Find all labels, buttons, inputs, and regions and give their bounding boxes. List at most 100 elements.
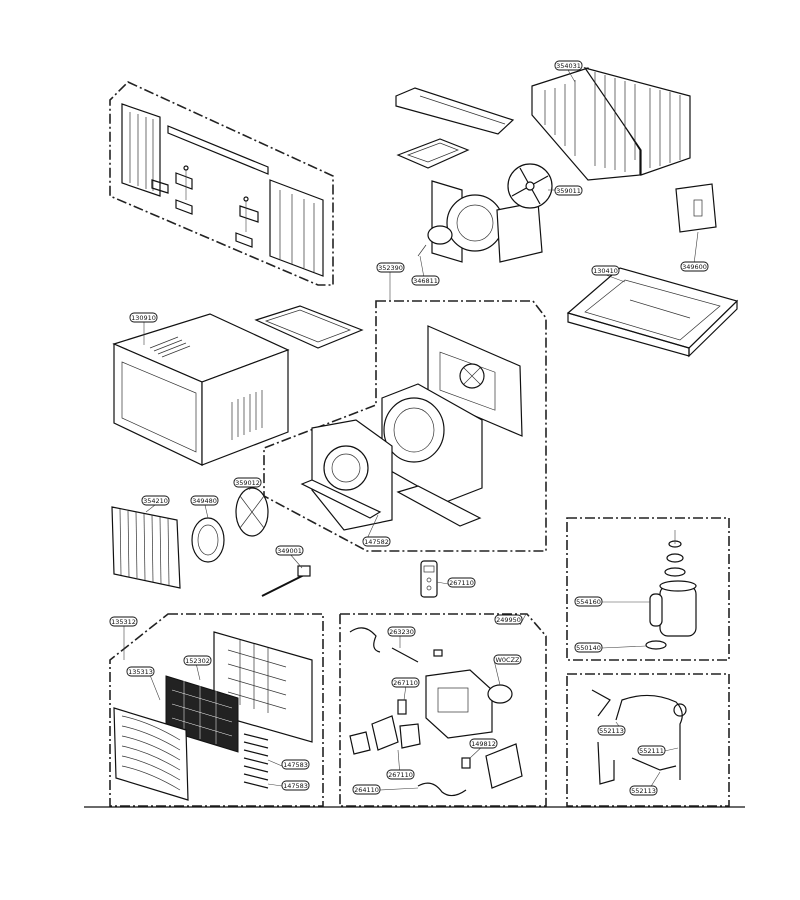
svg-text:359011: 359011 xyxy=(556,187,581,195)
svg-text:249950: 249950 xyxy=(496,616,521,624)
callout-28: 552113 xyxy=(597,725,626,736)
callout-2: 359011 xyxy=(554,185,583,196)
boundary-control-group xyxy=(339,613,547,807)
svg-text:147583: 147583 xyxy=(283,782,308,790)
base-rail xyxy=(300,479,382,519)
callout-1: 354031 xyxy=(554,60,583,71)
callout-23: W0CZZ xyxy=(493,654,522,665)
fan-orifice-ring xyxy=(191,517,225,563)
fan-motor-shaft xyxy=(261,565,311,597)
svg-text:552113: 552113 xyxy=(599,727,624,735)
boundary-compressor-group xyxy=(566,517,730,661)
callout-27: 264110 xyxy=(352,784,381,795)
front-grille xyxy=(113,707,189,801)
svg-text:W0CZZ: W0CZZ xyxy=(495,656,520,664)
svg-text:552113: 552113 xyxy=(631,787,656,795)
left-curtain-frame xyxy=(151,179,169,194)
svg-text:359012: 359012 xyxy=(235,479,260,487)
top-rail xyxy=(167,125,269,175)
callout-9: 349480 xyxy=(190,495,219,506)
boundary-tubing-group xyxy=(566,673,730,807)
callout-19: 147583 xyxy=(281,759,310,770)
callout-6: 346811 xyxy=(411,275,440,286)
condenser-coil xyxy=(531,67,717,233)
power-cord xyxy=(417,782,467,797)
callout-13: 267110 xyxy=(447,577,476,588)
wire-harness-top xyxy=(349,627,381,653)
callout-14: 554160 xyxy=(574,596,603,607)
motor-mount-plate xyxy=(396,138,470,169)
capacitor xyxy=(487,684,513,704)
svg-text:130910: 130910 xyxy=(131,314,156,322)
svg-text:135313: 135313 xyxy=(128,668,153,676)
callout-21: 249950 xyxy=(494,614,523,625)
bracket-1 xyxy=(175,172,193,190)
callout-3: 349600 xyxy=(680,261,709,272)
callout-12: 147582 xyxy=(362,536,391,547)
tube-c xyxy=(597,741,615,785)
blower-assembly xyxy=(300,325,523,531)
svg-text:550140: 550140 xyxy=(576,644,601,652)
bracket-2 xyxy=(175,199,193,215)
svg-text:554160: 554160 xyxy=(576,598,601,606)
cabinet-side xyxy=(201,349,289,466)
control-group xyxy=(349,627,523,797)
window-installation-kit xyxy=(121,103,324,277)
svg-text:135312: 135312 xyxy=(111,618,136,626)
callout-25: 149812 xyxy=(469,738,498,749)
callout-20: 147583 xyxy=(281,780,310,791)
top-assembly xyxy=(395,87,553,263)
callout-4: 130410 xyxy=(591,265,620,276)
svg-text:354210: 354210 xyxy=(143,497,168,505)
svg-text:152302: 152302 xyxy=(185,657,210,665)
svg-text:149812: 149812 xyxy=(471,740,496,748)
callout-10: 359012 xyxy=(233,477,262,488)
svg-text:267110: 267110 xyxy=(449,579,474,587)
tube-d xyxy=(631,757,677,771)
base-pan xyxy=(566,267,739,358)
leader-lines xyxy=(123,69,699,791)
evaporator-coil xyxy=(111,506,181,589)
callout-5: 352390 xyxy=(376,262,405,273)
svg-text:147583: 147583 xyxy=(283,761,308,769)
callout-22: 263230 xyxy=(387,626,416,637)
front-grille-group xyxy=(113,631,313,801)
callout-26: 267110 xyxy=(386,769,415,780)
control-bracket xyxy=(675,183,717,233)
svg-text:354031: 354031 xyxy=(556,62,581,70)
callout-7: 130910 xyxy=(129,312,158,323)
callout-18: 152302 xyxy=(183,655,212,666)
cover-plate xyxy=(485,743,523,789)
shroud-opening xyxy=(446,194,504,252)
svg-text:346811: 346811 xyxy=(413,277,438,285)
louver-set xyxy=(243,733,269,789)
callout-15: 550140 xyxy=(574,642,603,653)
callout-labels: 354031 359011 349600 130410 352390 34681… xyxy=(109,60,709,796)
callout-24: 267110 xyxy=(391,677,420,688)
bracket-4 xyxy=(235,232,253,248)
right-curtain-panel xyxy=(269,179,324,277)
top-plate xyxy=(254,305,364,349)
boundary-front-grille-group xyxy=(109,613,324,807)
callout-30: 552113 xyxy=(629,785,658,796)
left-curtain-panel xyxy=(121,103,161,197)
svg-text:263230: 263230 xyxy=(389,628,414,636)
control-box xyxy=(425,669,493,739)
svg-text:349001: 349001 xyxy=(277,547,302,555)
cabinet xyxy=(112,313,290,466)
callout-8: 354210 xyxy=(141,495,170,506)
callout-16: 135312 xyxy=(109,616,138,627)
tube-a xyxy=(591,689,611,717)
blower-wheel xyxy=(235,487,269,537)
svg-text:130410: 130410 xyxy=(593,267,618,275)
callout-17: 135313 xyxy=(126,666,155,677)
boundary-blower-assembly xyxy=(263,300,547,552)
svg-text:267110: 267110 xyxy=(393,679,418,687)
drain-pan xyxy=(396,485,482,527)
top-air-guide xyxy=(395,87,515,135)
svg-text:552111: 552111 xyxy=(639,747,664,755)
tube-b xyxy=(615,694,683,780)
svg-text:264110: 264110 xyxy=(354,786,379,794)
boundary-window-installation-kit xyxy=(109,81,334,286)
